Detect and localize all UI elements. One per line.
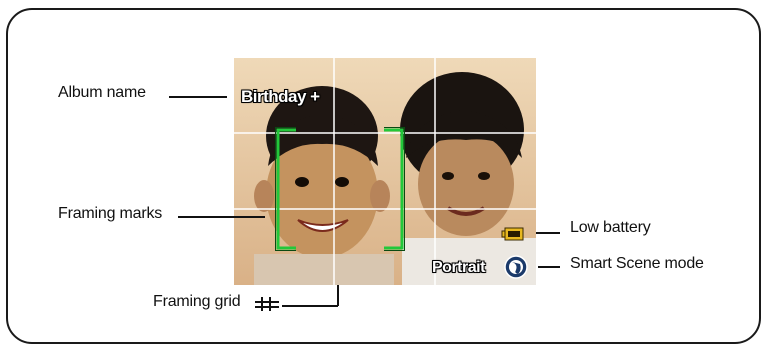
diagram-frame [6, 8, 761, 344]
callout-album-name: Album name [58, 84, 146, 101]
children-photo [234, 58, 536, 285]
callout-framing-grid: Framing grid [153, 293, 241, 310]
framing-marks-outline [275, 127, 405, 251]
callout-smart-scene-mode: Smart Scene mode [570, 255, 704, 272]
album-name-text: Birthday + [241, 87, 320, 106]
leader-line-framing-marks [178, 216, 265, 218]
leader-line-scene [538, 266, 560, 268]
framing-marks [276, 128, 404, 250]
scene-mode-text: Portrait [432, 259, 485, 276]
leader-line-grid-horizontal [282, 305, 338, 307]
leader-line-grid-vertical [337, 285, 339, 306]
hash-grid-icon [255, 297, 279, 311]
leader-line-album [169, 96, 227, 98]
callout-low-battery: Low battery [570, 219, 651, 236]
framing-grid-lines [234, 58, 536, 285]
callout-framing-marks: Framing marks [58, 205, 163, 222]
smart-scene-icon [504, 255, 528, 279]
low-battery-icon [501, 227, 524, 241]
leader-line-battery [536, 232, 560, 234]
camera-screen-photo: Birthday + Portrait [234, 58, 536, 285]
